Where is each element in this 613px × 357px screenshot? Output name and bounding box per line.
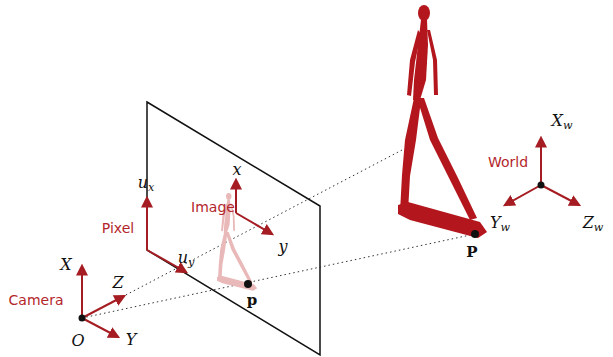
frame-name: Image [191, 200, 235, 214]
axis-label: Y [126, 332, 137, 348]
axis-label: Xw [552, 113, 573, 129]
axis-label: Zw [583, 215, 604, 231]
subscript: w [594, 221, 604, 234]
axis-label: Z [112, 275, 123, 291]
symbol: u [178, 248, 188, 267]
projection-ray [82, 150, 402, 318]
subscript: w [500, 221, 510, 234]
image-plane [147, 102, 320, 355]
axis-label: uy [178, 250, 195, 266]
subscript: w [563, 119, 573, 132]
axis-label: X [60, 257, 71, 273]
camera-frame [82, 266, 124, 337]
frame-name: World [488, 155, 528, 169]
point-label: p [247, 293, 258, 308]
world-frame [505, 138, 579, 205]
frame-name: Pixel [102, 221, 134, 235]
world-point [471, 230, 479, 238]
subscript: y [188, 256, 194, 269]
axis-label: x [232, 162, 241, 178]
point-label: P [466, 245, 477, 260]
image-frame [236, 180, 272, 234]
subscript: x [148, 181, 154, 194]
projection-ray [82, 234, 475, 318]
axis-label: y [278, 239, 287, 255]
image-point [244, 280, 252, 288]
symbol: Y [490, 213, 501, 232]
axis-label: ux [138, 175, 155, 191]
symbol: u [138, 173, 148, 192]
world-origin [538, 182, 545, 189]
axis-label: O [71, 333, 84, 349]
walking-figure [398, 5, 487, 238]
camera-origin [79, 315, 86, 322]
symbol: Z [583, 213, 594, 232]
frame-name: Camera [9, 293, 64, 307]
axis-label: Yw [490, 215, 510, 231]
symbol: X [552, 111, 563, 130]
